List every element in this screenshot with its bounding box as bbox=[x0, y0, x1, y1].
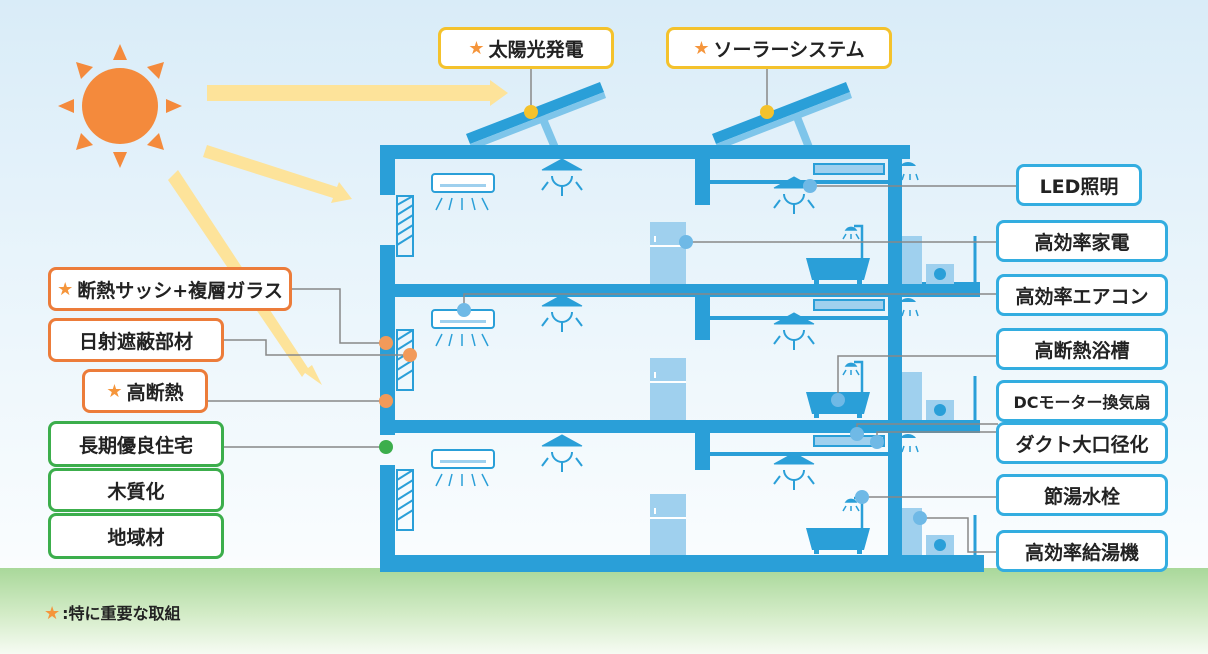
ceiling-lamp-icon bbox=[541, 434, 583, 472]
refrigerator-icon bbox=[650, 494, 686, 555]
star-icon: ★ bbox=[44, 603, 61, 624]
vent-fan-icon bbox=[813, 298, 919, 317]
star-icon: ★ bbox=[468, 37, 485, 59]
shading-louvers bbox=[396, 195, 414, 531]
label-solar-power: ★太陽光発電 bbox=[438, 27, 614, 69]
ground bbox=[0, 568, 1208, 654]
sun-ray bbox=[207, 80, 508, 106]
label-insulation: ★高断熱 bbox=[82, 369, 208, 413]
connector-dots bbox=[379, 105, 927, 525]
label-aircon: 高効率エアコン bbox=[996, 274, 1168, 316]
refrigerator-icon bbox=[650, 358, 686, 420]
label-led: LED照明 bbox=[1016, 164, 1142, 206]
star-icon: ★ bbox=[106, 380, 123, 402]
sun-icon bbox=[58, 44, 182, 168]
shower-icon bbox=[842, 498, 860, 512]
legend: ★:特に重要な取組 bbox=[44, 600, 181, 624]
label-sash: ★断熱サッシ+複層ガラス bbox=[48, 267, 292, 311]
label-solar-system: ★ソーラーシステム bbox=[666, 27, 892, 69]
shower-icon bbox=[842, 226, 860, 240]
water-heater-icon bbox=[902, 372, 977, 420]
vent-fan-icon bbox=[813, 433, 919, 453]
label-long-life: 長期優良住宅 bbox=[48, 421, 224, 467]
label-bathtub: 高断熱浴槽 bbox=[996, 328, 1168, 370]
water-heater-icon bbox=[902, 508, 977, 555]
label-faucet: 節湯水栓 bbox=[996, 474, 1168, 516]
star-icon: ★ bbox=[57, 278, 74, 300]
star-icon: ★ bbox=[693, 37, 710, 59]
air-conditioner-icon bbox=[431, 449, 495, 487]
vent-fan-icon bbox=[813, 162, 919, 181]
ceiling-lamp-icon bbox=[773, 452, 815, 490]
label-fan: DCモーター換気扇 bbox=[996, 380, 1168, 422]
label-appliances: 高効率家電 bbox=[996, 220, 1168, 262]
solar-panel-icon bbox=[712, 82, 852, 152]
label-local-wood: 地域材 bbox=[48, 513, 224, 559]
sun-ray bbox=[203, 145, 352, 203]
ceiling-lamp-icon bbox=[541, 158, 583, 196]
shower-icon bbox=[842, 362, 860, 376]
refrigerator-icon bbox=[650, 222, 686, 284]
water-heater-icon bbox=[902, 236, 977, 284]
bathtub-icon bbox=[806, 496, 870, 554]
label-water-heater: 高効率給湯機 bbox=[996, 530, 1168, 572]
air-conditioner-icon bbox=[431, 173, 495, 211]
legend-text: :特に重要な取組 bbox=[62, 604, 181, 623]
label-wood: 木質化 bbox=[48, 468, 224, 512]
bathtub-icon bbox=[806, 224, 870, 284]
label-duct: ダクト大口径化 bbox=[996, 422, 1168, 464]
label-shading: 日射遮蔽部材 bbox=[48, 318, 224, 362]
ceiling-lamp-icon bbox=[541, 294, 583, 332]
ceiling-lamp-icon bbox=[773, 312, 815, 350]
